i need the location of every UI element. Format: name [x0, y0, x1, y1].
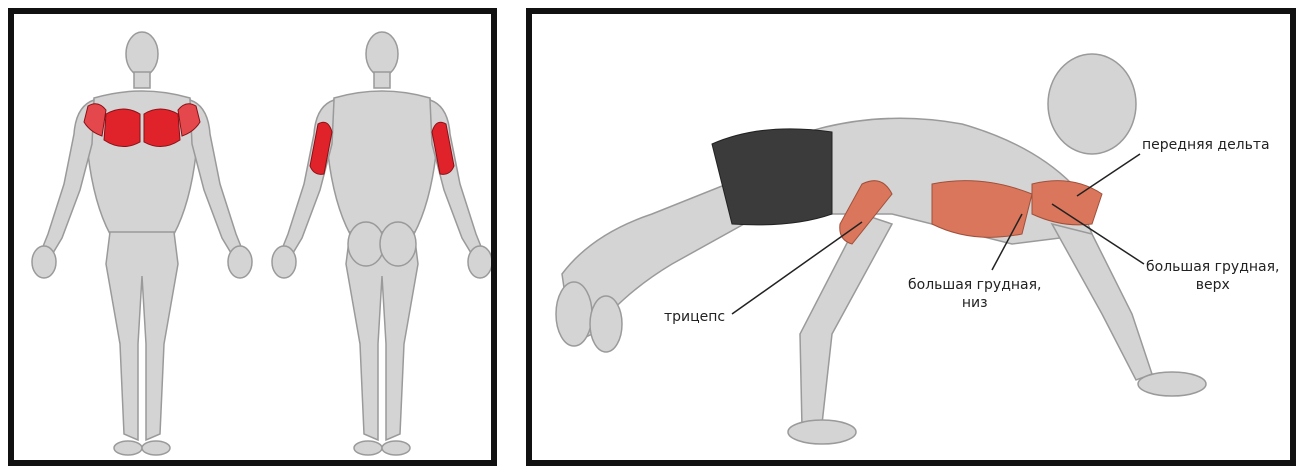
lower-pec-label-line2: низ: [908, 294, 1041, 312]
lower-pec-label-line1: большая грудная,: [908, 276, 1041, 294]
triceps-left-muscle: [310, 122, 332, 174]
upper-pec-muscle: [1032, 181, 1102, 225]
chest-left-muscle: [104, 109, 140, 147]
upper-pec-label-line1: большая грудная,: [1146, 258, 1279, 276]
upper-pec-label: большая грудная, верх: [1146, 258, 1279, 294]
chest-right-muscle: [144, 109, 180, 147]
pushup-panel: передняя дельта большая грудная, верх бо…: [526, 8, 1296, 466]
back-body-figure: [272, 32, 491, 455]
upper-pec-label-line2: верх: [1146, 276, 1279, 294]
triceps-label: трицепс: [664, 308, 725, 326]
shorts-shape: [712, 129, 832, 225]
pushup-figure: [556, 54, 1206, 444]
pushup-illustration: [532, 14, 1290, 460]
front-delt-leader: [1077, 154, 1140, 196]
triceps-right-muscle: [432, 122, 454, 174]
muscle-map-panel: [8, 8, 497, 466]
lower-pec-muscle: [932, 181, 1032, 238]
lower-pec-label: большая грудная, низ: [908, 276, 1041, 312]
muscle-map-illustration: [14, 14, 491, 460]
front-body-figure: [32, 32, 252, 455]
front-delt-label: передняя дельта: [1142, 136, 1270, 154]
